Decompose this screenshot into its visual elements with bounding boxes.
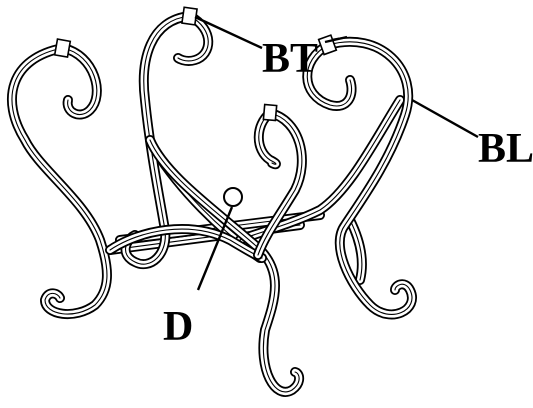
label-bt: BT (262, 36, 318, 82)
label-bl: BL (478, 126, 533, 172)
top-clip-front (262, 103, 278, 122)
d-leader-line (196, 206, 234, 291)
label-d: D (163, 304, 193, 350)
top-clip-center (181, 6, 198, 26)
d-hole-marker (223, 187, 243, 207)
bt-leader-line-2 (324, 35, 348, 44)
center-arm-to-front-foot (150, 140, 299, 392)
top-clip-left (53, 38, 72, 59)
bl-leader-line (411, 98, 479, 139)
center-front-scroll (258, 113, 302, 255)
bt-leader-line (194, 15, 263, 50)
left-scroll-leg (12, 48, 107, 314)
